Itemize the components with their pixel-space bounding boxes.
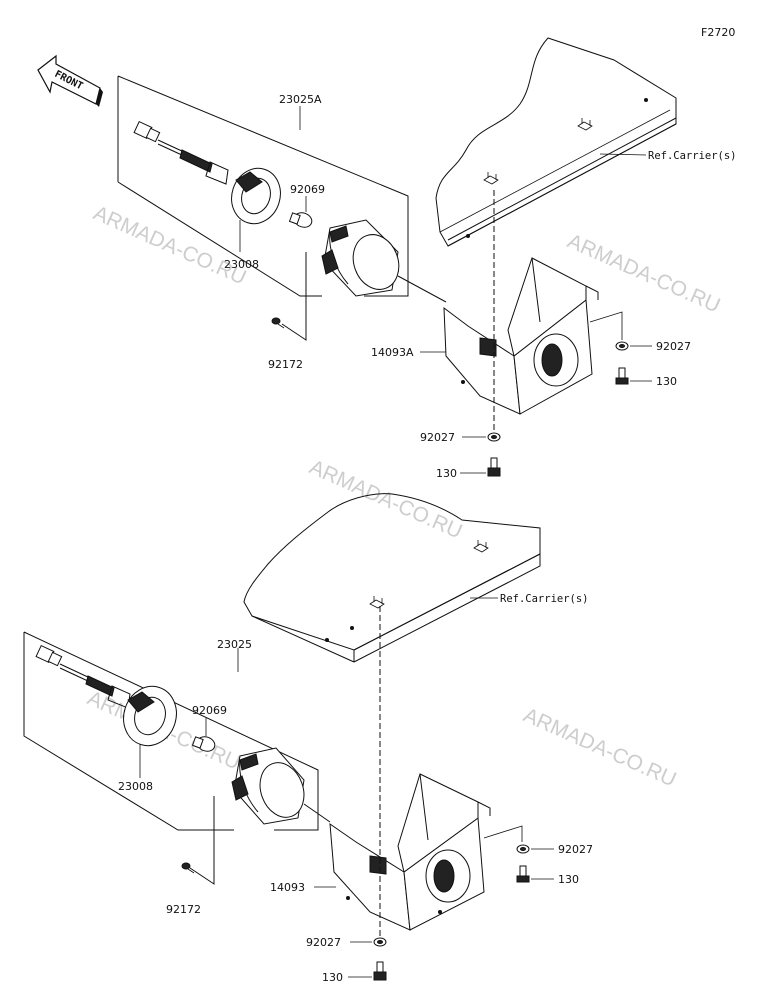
label-23025: 23025: [217, 638, 252, 651]
hardware-bottom-lower: [373, 937, 387, 981]
figure-code: F2720: [701, 26, 735, 39]
label-92027-lower-right: 92027: [558, 843, 593, 856]
leader-line: [599, 153, 647, 156]
label-92172-lower: 92172: [166, 903, 201, 916]
label-92027-lower-bottom: 92027: [306, 936, 341, 949]
carrier-upper: [435, 37, 677, 247]
bulb-lower: [191, 718, 216, 752]
label-92027-upper-bottom: 92027: [420, 431, 455, 444]
hardware-bottom-upper: [487, 432, 501, 477]
label-23008-lower: 23008: [118, 780, 153, 793]
socket-wire-upper: [133, 120, 281, 252]
label-92069-upper: 92069: [290, 183, 325, 196]
hardware-right-lower: [483, 825, 530, 883]
label-92069-lower: 92069: [192, 704, 227, 717]
carrier-lower: [243, 493, 541, 663]
label-14093: 14093: [270, 881, 305, 894]
watermark: ARMADA-CO.RU: [520, 704, 680, 792]
front-arrow-icon: FRONT: [37, 54, 103, 107]
label-92172-upper: 92172: [268, 358, 303, 371]
screw-lower: [181, 796, 215, 885]
bracket-upper: [443, 257, 599, 415]
lamp-housing-upper: [321, 219, 400, 297]
watermark: ARMADA-CO.RU: [564, 230, 724, 318]
label-14093A: 14093A: [371, 346, 414, 359]
assembly-box-upper: [117, 75, 409, 297]
label-23008-upper: 23008: [224, 258, 259, 271]
socket-wire-lower: [35, 644, 177, 778]
label-23025A: 23025A: [279, 93, 322, 106]
leader-line: [397, 275, 447, 303]
ref-carrier-upper: Ref.Carrier(s): [648, 150, 737, 162]
screw-upper: [271, 252, 307, 341]
label-130-upper-right: 130: [656, 375, 677, 388]
leader-line: [303, 803, 331, 823]
hardware-right-upper: [589, 311, 629, 385]
lamp-housing-lower: [231, 747, 305, 825]
label-130-upper-bottom: 130: [436, 467, 457, 480]
bracket-lower: [329, 773, 491, 931]
bulb-upper: [288, 196, 313, 228]
ref-carrier-lower: Ref.Carrier(s): [500, 593, 589, 605]
label-130-lower-right: 130: [558, 873, 579, 886]
label-130-lower-bottom: 130: [322, 971, 343, 984]
label-92027-upper-right: 92027: [656, 340, 691, 353]
